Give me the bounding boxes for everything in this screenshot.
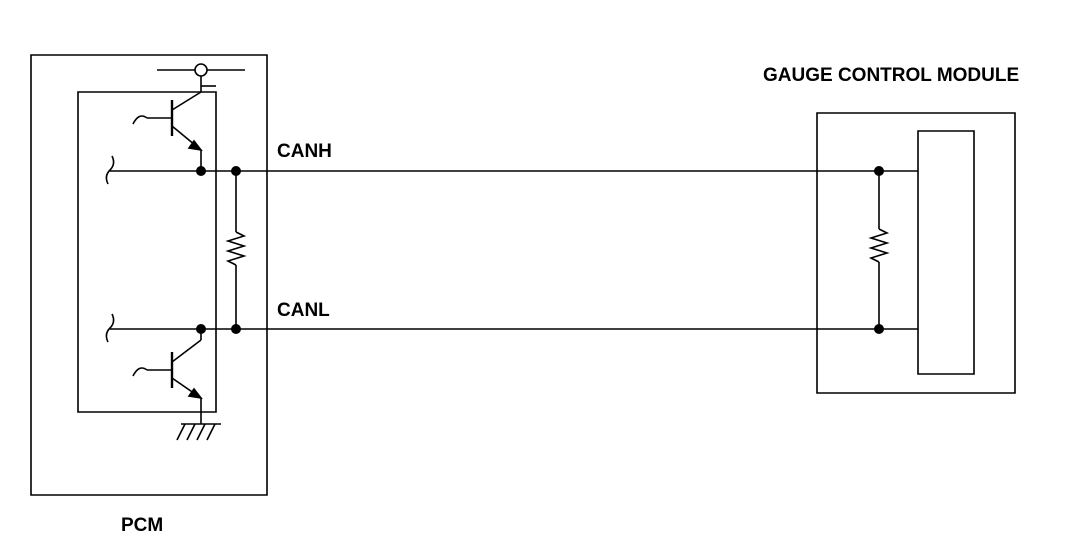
junction-dot (231, 166, 241, 176)
power-terminal-icon (157, 63, 245, 86)
pcm-label: PCM (121, 515, 164, 536)
canl-input-signal-icon (106, 314, 113, 342)
gauge-module-outer-box (817, 113, 1015, 393)
junction-dot (231, 324, 241, 334)
pcm-termination-resistor-icon (228, 171, 244, 329)
canl-label: CANL (277, 300, 330, 321)
junction-dot (196, 166, 206, 176)
pcm-outer-box (31, 55, 267, 495)
junction-dot (196, 324, 206, 334)
canh-input-signal-icon (106, 156, 113, 184)
gauge-module-inner-box (918, 131, 974, 374)
lower-transistor-icon (133, 329, 203, 412)
junction-dot (874, 166, 884, 176)
junction-dot (874, 324, 884, 334)
canh-label: CANH (277, 141, 332, 162)
pcm-inner-box (78, 92, 216, 412)
upper-transistor-icon (133, 86, 203, 171)
gauge-control-module-label: GAUGE CONTROL MODULE (763, 65, 1020, 86)
gauge-termination-resistor-icon (871, 171, 887, 329)
ground-icon (177, 412, 221, 440)
